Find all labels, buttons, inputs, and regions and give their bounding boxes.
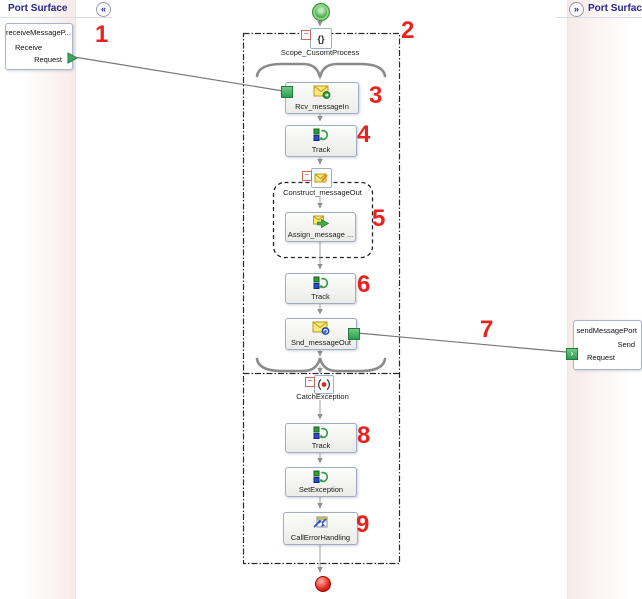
shape-assign-message[interactable]: Assign_message ... (285, 212, 356, 242)
snd-port-connector-icon[interactable] (348, 328, 360, 340)
construct-message-icon[interactable] (311, 168, 332, 188)
catch-exception-label[interactable]: CatchException (296, 392, 349, 401)
catch-glyph (318, 379, 330, 390)
send-port-shape[interactable]: sendMessagePort Send Request › (566, 320, 642, 370)
receive-message-icon (313, 85, 331, 99)
shape-snd-messageout[interactable]: Snd_messageOut (285, 318, 357, 350)
annotation-1: 1 (95, 21, 109, 48)
annotation-5: 5 (372, 205, 386, 232)
start-node[interactable] (312, 3, 330, 21)
expression-icon (313, 276, 328, 289)
wire-snd-to-sendport[interactable] (356, 332, 567, 353)
assign-message-icon (312, 215, 329, 228)
end-node[interactable] (315, 576, 331, 592)
port-direction: Receive (15, 43, 43, 52)
annotation-9: 9 (356, 511, 370, 538)
port-name: sendMessagePort (576, 326, 637, 335)
port-in-connector-icon[interactable]: › (566, 348, 578, 360)
port-surface-panel-right (567, 0, 642, 599)
annotation-2: 2 (401, 17, 415, 44)
scope-top-brace (255, 62, 387, 78)
port-surface-panel-left (0, 0, 76, 599)
shape-label: Track (311, 292, 330, 301)
shape-label: Track (311, 145, 331, 154)
left-header-divider (0, 17, 112, 18)
annotation-6: 6 (357, 271, 371, 298)
shape-label: Rcv_messageIn (295, 102, 349, 111)
shape-label: CallErrorHandling (290, 533, 351, 542)
port-out-arrow-icon[interactable] (67, 52, 78, 64)
annotation-3: 3 (369, 82, 383, 109)
shape-rcv-messagein[interactable]: Rcv_messageIn (285, 82, 359, 114)
port-name: receiveMessageP... (6, 28, 71, 37)
annotation-4: 4 (357, 121, 371, 148)
construct-collapse-button[interactable]: − (302, 171, 312, 181)
scope-collapse-button[interactable]: − (301, 30, 311, 40)
right-header-divider (556, 17, 642, 18)
shape-label: Snd_messageOut (290, 338, 352, 347)
shape-label: SetException (298, 485, 344, 494)
expression-icon (313, 470, 329, 483)
port-direction: Send (617, 340, 635, 349)
annotation-7: 7 (480, 316, 494, 343)
construct-label[interactable]: Construct_messageOut (283, 188, 362, 197)
shape-track-mid[interactable]: Track (285, 273, 356, 304)
annotation-8: 8 (357, 422, 371, 449)
shape-track-top[interactable]: Track (285, 125, 357, 157)
scope-label[interactable]: Scope_CusomtProcess (280, 48, 360, 57)
shape-label: Track (311, 441, 331, 450)
port-operation: Request (34, 55, 62, 64)
call-orchestration-icon (312, 516, 327, 528)
send-message-icon (312, 321, 330, 335)
shape-track-catch[interactable]: Track (285, 423, 357, 453)
wire-receiveport-to-rcv[interactable] (73, 56, 284, 92)
shape-label: Assign_message ... (287, 230, 354, 239)
rcv-port-connector-icon[interactable] (281, 86, 293, 98)
left-panel-title: Port Surface (8, 3, 68, 14)
construct-glyph (314, 173, 328, 183)
expression-icon (313, 426, 329, 439)
scope-bottom-brace (255, 357, 387, 373)
right-panel-title: Port Surface (588, 3, 642, 14)
catch-collapse-button[interactable]: − (305, 377, 315, 387)
collapse-left-panel-icon[interactable]: « (96, 2, 111, 17)
port-operation: Request (587, 353, 615, 362)
scope-icon[interactable]: {} (310, 28, 332, 49)
expression-icon (313, 128, 329, 141)
receive-port-shape[interactable]: receiveMessageP... Receive Request (5, 23, 78, 70)
shape-set-exception[interactable]: SetException (285, 467, 357, 497)
collapse-right-panel-icon[interactable]: » (569, 2, 584, 17)
shape-call-error-handling[interactable]: CallErrorHandling (283, 512, 358, 545)
